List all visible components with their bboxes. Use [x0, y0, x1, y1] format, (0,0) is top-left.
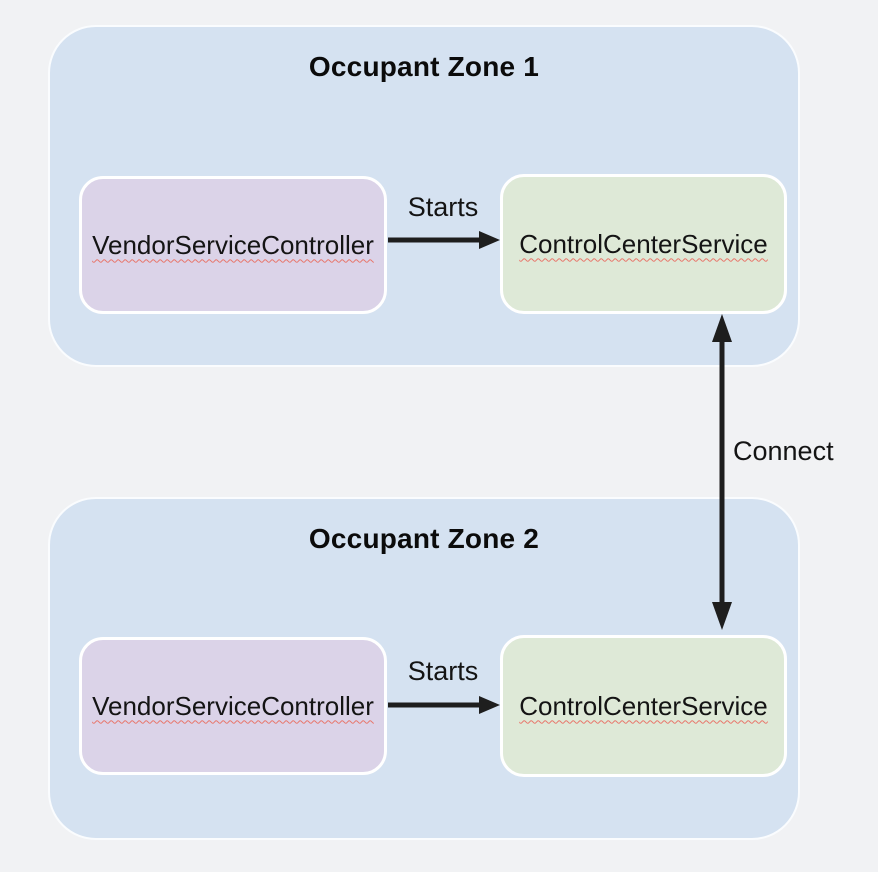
zone-2-title: Occupant Zone 2 — [308, 523, 540, 554]
occupant-zone-1: Occupant Zone 1 VendorServiceController … — [48, 25, 800, 367]
vendor-service-controller-node-zone1: VendorServiceController — [79, 176, 387, 314]
vendor-service-controller-node-zone2: VendorServiceController — [79, 637, 387, 775]
zone-1-title: Occupant Zone 1 — [308, 51, 540, 82]
occupant-zone-2: Occupant Zone 2 VendorServiceController … — [48, 497, 800, 840]
connect-edge-label: Connect — [733, 436, 834, 466]
control-center-service-label: ControlCenterService — [519, 228, 768, 259]
vendor-service-controller-label: VendorServiceController — [92, 229, 374, 260]
control-center-service-node-zone2: ControlCenterService — [500, 635, 787, 777]
control-center-service-label: ControlCenterService — [519, 690, 768, 721]
starts-edge-label-zone1: Starts — [407, 192, 479, 222]
starts-edge-label-zone2: Starts — [407, 656, 479, 686]
vendor-service-controller-label: VendorServiceController — [92, 690, 374, 721]
control-center-service-node-zone1: ControlCenterService — [500, 174, 787, 314]
